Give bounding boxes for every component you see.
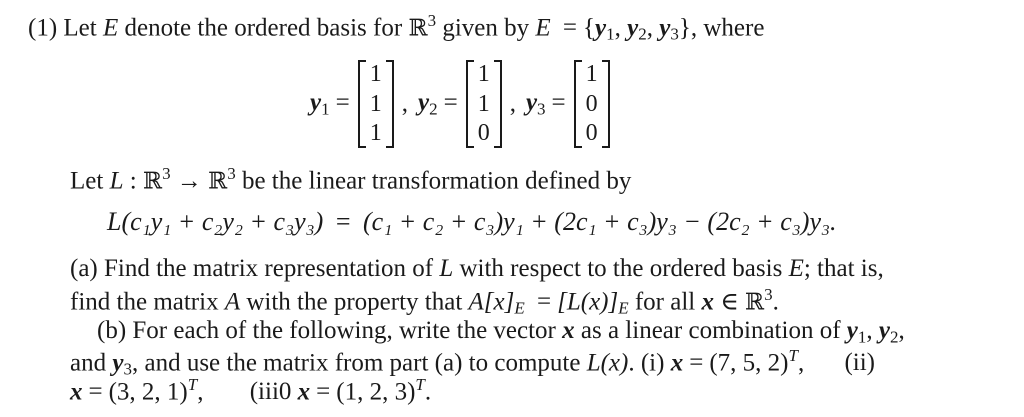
vector-y2-matrix: 1 1 0 — [465, 60, 502, 148]
vector-y1-label: y1= — [310, 88, 350, 119]
transformation-intro-line: Let L : ℝ3 → ℝ3 be the linear transforma… — [70, 164, 632, 195]
item-ii-label: (ii) — [844, 349, 875, 377]
part-b-line-1: (b) For each of the following, write the… — [97, 317, 905, 347]
vector-y3-label: y3= — [525, 88, 566, 119]
basis-vectors-display: y1= 1 1 1 , y2= 1 1 0 , y3= 1 0 0 — [310, 58, 612, 150]
definition-equation: L(c₁y₁ + c₂y₂ + c₃y₃) = (c₁ + c₂ + c₃)y₁… — [107, 207, 837, 236]
part-a-line-1: (a) Find the matrix representation of L … — [70, 255, 884, 282]
part-a-line-2: find the matrix A with the property that… — [70, 285, 779, 318]
part-a-label: (a) — [70, 255, 98, 282]
vector-y1-matrix: 1 1 1 — [357, 60, 394, 148]
vector-y3-matrix: 1 0 0 — [573, 60, 610, 148]
equation-lhs: L(c₁y₁ + c₂y₂ + c₃y₃) — [107, 207, 324, 236]
part-b-line-3: x=(3, 2, 1)T, (iii0 x=(1, 2, 3)T. — [70, 375, 432, 406]
problem-number: (1) — [28, 14, 58, 42]
part-b-label: (b) — [97, 317, 127, 344]
item-i-value: (7, 5, 2) — [709, 349, 789, 377]
vector-y2-label: y2= — [417, 88, 458, 119]
problem-intro-line: (1) Let E denote the ordered basis for ℝ… — [28, 11, 765, 44]
item-iii-value: (1, 2, 3) — [336, 378, 416, 406]
equation-rhs: (c₁ + c₂ + c₃)y₁ + (2c₁ + c₃)y₃ − (2c₂ +… — [363, 207, 837, 236]
item-ii-value: (3, 2, 1) — [108, 378, 188, 406]
item-iii-label: (iii0 — [249, 378, 292, 406]
item-i-label: (i) — [640, 349, 665, 377]
part-b-line-2: and y3, and use the matrix from part (a)… — [70, 346, 875, 379]
